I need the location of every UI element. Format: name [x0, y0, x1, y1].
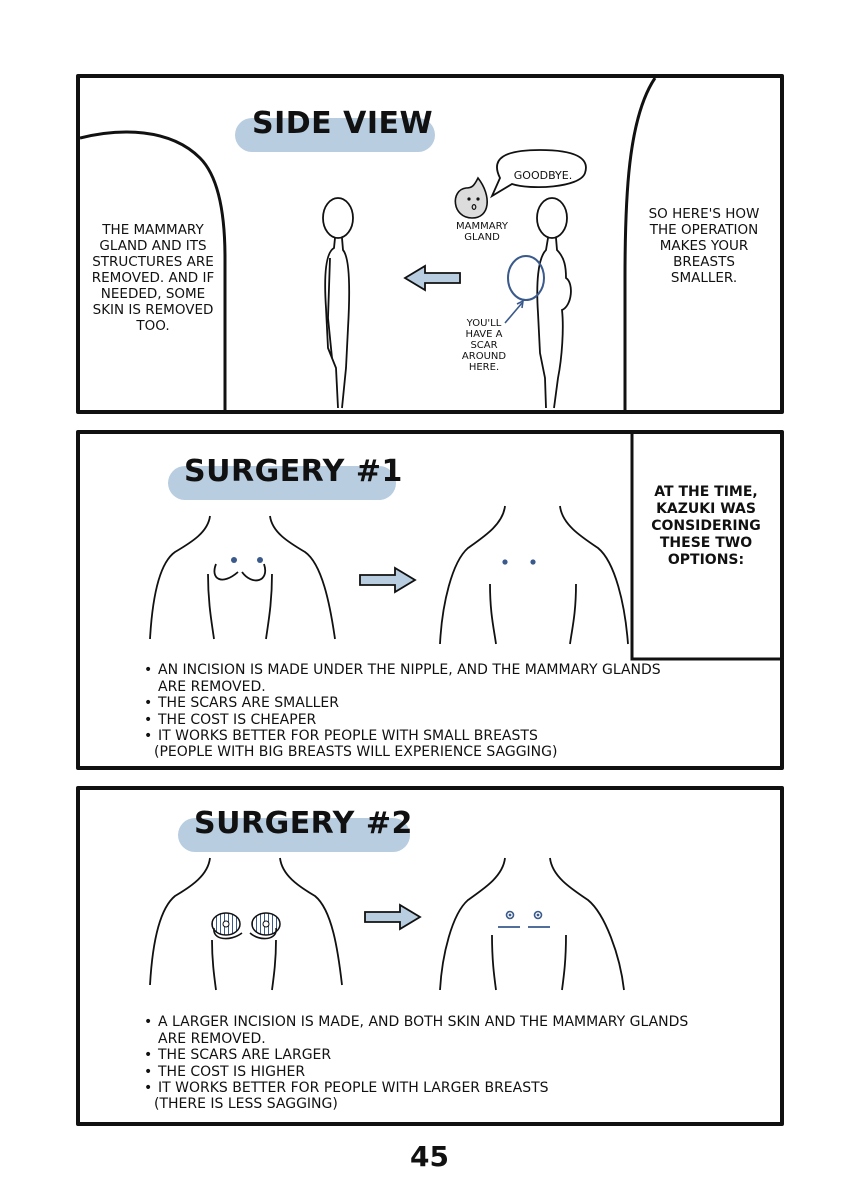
figure-after	[322, 197, 354, 409]
bullet-item: THE COST IS HIGHER	[144, 1064, 704, 1081]
panel-surgery-1: SURGERY #1 At the time, Kazuki was consi…	[76, 430, 784, 770]
right-caption: So here's how the operation makes your b…	[648, 206, 760, 286]
arrow-left-icon	[403, 264, 461, 292]
title-highlight	[168, 466, 396, 500]
torso-before	[149, 857, 343, 991]
figure-before	[536, 197, 572, 409]
side-caption: At the time, Kazuki was considering thes…	[651, 484, 761, 568]
title-highlight	[178, 818, 410, 852]
bullet-item: IT WORKS BETTER FOR PEOPLE WITH LARGER B…	[144, 1080, 704, 1097]
panel-surgery-2: SURGERY #2 A LARGER INCISION IS MADE, AN…	[76, 786, 784, 1126]
surgery-2-illustration	[149, 857, 625, 991]
bullet-note: (THERE IS LESS SAGGING)	[154, 1096, 338, 1112]
arrow-right-icon	[359, 566, 417, 594]
panel-title: SURGERY #2	[194, 806, 413, 841]
scar-label: YOU'LL HAVE A SCAR AROUND HERE.	[461, 318, 507, 373]
bullet-item: THE COST IS CHEAPER	[144, 712, 684, 729]
bullet-item: THE SCARS ARE SMALLER	[144, 695, 684, 712]
speech-text: GOODBYE.	[513, 169, 573, 182]
bullet-item: THE SCARS ARE LARGER	[144, 1047, 704, 1064]
torso-after	[439, 505, 629, 645]
bullet-note: (PEOPLE WITH BIG BREASTS WILL EXPERIENCE…	[154, 744, 558, 760]
speech-bubble	[490, 149, 587, 199]
page-number: 45	[410, 1140, 449, 1173]
surgery-1-illustration	[149, 434, 780, 661]
bullet-item: AN INCISION IS MADE UNDER THE NIPPLE, AN…	[144, 662, 684, 695]
panel-title: SIDE VIEW	[252, 106, 434, 141]
left-caption: The mammary gland and its structures are…	[91, 222, 215, 334]
side-view-illustration	[80, 78, 657, 410]
arrow-right-icon	[364, 903, 422, 931]
gland-outline	[507, 255, 545, 301]
bullet-item: IT WORKS BETTER FOR PEOPLE WITH SMALL BR…	[144, 728, 684, 745]
surgery-2-points: A LARGER INCISION IS MADE, AND BOTH SKIN…	[144, 1014, 704, 1097]
bullet-item: A LARGER INCISION IS MADE, AND BOTH SKIN…	[144, 1014, 704, 1047]
panel-title: SURGERY #1	[184, 454, 403, 489]
torso-after	[439, 857, 625, 991]
torso-before	[149, 515, 336, 640]
gland-label: MAMMARY GLAND	[456, 221, 508, 243]
panel-side-view: SIDE VIEW The mammary gland and its stru…	[76, 74, 784, 414]
gland-character-icon	[454, 176, 488, 219]
surgery-1-points: AN INCISION IS MADE UNDER THE NIPPLE, AN…	[144, 662, 684, 745]
title-highlight	[235, 118, 435, 152]
